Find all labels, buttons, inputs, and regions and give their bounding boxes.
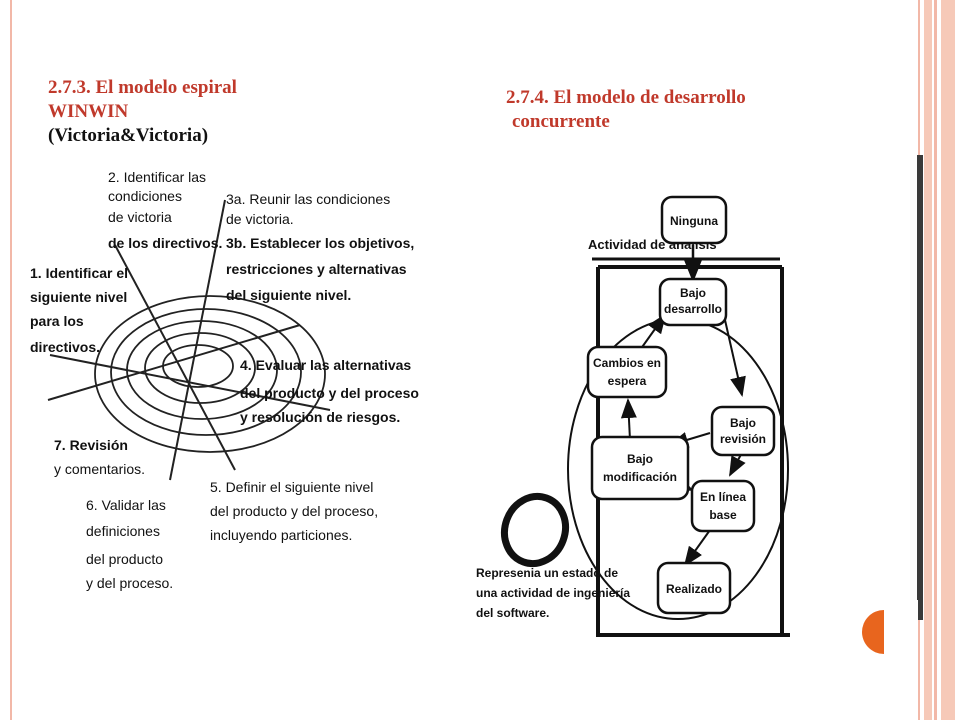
left-heading: 2.7.3. El modelo espiral WINWIN (Victori… [48, 76, 237, 148]
label-4: 4. Evaluar las alternativas del producto… [240, 357, 419, 425]
state-ninguna-label: Ninguna [670, 214, 718, 228]
label-2-line4: de los directivos. [108, 235, 222, 251]
state-bajo-revision [710, 405, 776, 457]
state-ninguna [660, 195, 728, 245]
state-cambios-espera [586, 345, 668, 399]
label-5-line1: 5. Definir el siguiente nivel [210, 479, 373, 495]
label-6-line2: definiciones [86, 523, 160, 539]
label-3b-line3: del siguiente nivel. [226, 287, 351, 303]
label-3b-line1: 3b. Establecer los objetivos, [226, 235, 414, 251]
decor-stripe-4 [941, 0, 955, 720]
label-4-line1: 4. Evaluar las alternativas [240, 357, 411, 373]
state-bajo-modificacion [590, 435, 690, 501]
left-heading-line2: WINWIN [48, 101, 129, 122]
arrow-lineabase-realizado [683, 529, 711, 567]
legend-line2: una actividad de ingeniería [476, 586, 630, 600]
label-6-line3: del producto [86, 551, 163, 567]
label-7: 7. Revisión y comentarios. [54, 437, 145, 477]
legend-state-shape [501, 492, 569, 568]
label-3a: 3a. Reunir las condiciones de victoria. [226, 191, 390, 227]
label-2-line1: 2. Identificar las [108, 169, 206, 185]
label-5-line3: incluyendo particiones. [210, 527, 352, 543]
label-5-line2: del producto y del proceso, [210, 503, 378, 519]
label-3b: 3b. Establecer los objetivos, restriccio… [226, 235, 414, 303]
state-bajo-revision-line1: Bajo [730, 416, 756, 430]
state-cambios-espera-line2: espera [608, 374, 647, 388]
legend-line3: del software. [476, 606, 549, 620]
label-4-line3: y resolución de riesgos. [240, 409, 400, 425]
spiral-ring-2 [110, 308, 302, 436]
left-heading-line3: (Victoria&Victoria) [48, 125, 209, 146]
state-bajo-desarrollo-line2: desarrollo [664, 302, 722, 316]
label-1-line3: para los [30, 313, 84, 329]
label-1-line1: 1. Identificar el [30, 265, 128, 281]
label-3a-line2: de victoria. [226, 211, 294, 227]
label-1: 1. Identificar el siguiente nivel para l… [30, 265, 128, 355]
label-7-line1: 7. Revisión [54, 437, 128, 453]
right-heading: 2.7.4. El modelo de desarrollo concurren… [506, 86, 746, 134]
arrow-desarrollo-revision [724, 319, 746, 397]
spiral-ray-3 [47, 324, 301, 401]
decor-stripe-3 [934, 0, 937, 720]
spiral-ray-2 [169, 199, 226, 481]
decor-stripe-2 [924, 0, 932, 720]
state-bajo-desarrollo-line1: Bajo [680, 286, 706, 300]
state-bajo-desarrollo [658, 277, 728, 327]
label-6: 6. Validar las definiciones del producto… [86, 497, 173, 591]
concurrent-model-diagram: Actividad de análisis Ninguna Bajo desar… [476, 195, 790, 637]
label-5: 5. Definir el siguiente nivel del produc… [210, 479, 378, 543]
spiral-ring-5 [162, 344, 234, 388]
spiral-ring-1 [94, 295, 326, 453]
label-6-line4: y del proceso. [86, 575, 173, 591]
state-bajo-modificacion-line2: modificación [603, 470, 677, 484]
spiral-ray-4 [49, 354, 331, 411]
state-realizado-label: Realizado [666, 582, 722, 596]
state-en-linea-base [690, 479, 756, 533]
label-3a-line1: 3a. Reunir las condiciones [226, 191, 390, 207]
right-heading-line1: 2.7.4. El modelo de desarrollo [506, 87, 746, 108]
label-1-line2: siguiente nivel [30, 289, 127, 305]
label-4-line2: del producto y del proceso [240, 385, 419, 401]
left-heading-line1: 2.7.3. El modelo espiral [48, 77, 237, 98]
label-2-line2: condiciones [108, 188, 182, 204]
label-3b-line2: restricciones y alternativas [226, 261, 407, 277]
dark-marker [917, 155, 923, 620]
label-6-line1: 6. Validar las [86, 497, 166, 513]
state-bajo-revision-line2: revisión [720, 432, 766, 446]
state-cambios-espera-line1: Cambios en [593, 356, 661, 370]
label-7-line2: y comentarios. [54, 461, 145, 477]
orange-mask [884, 600, 918, 660]
legend-line1: Represenia un estado de [476, 566, 618, 580]
state-en-linea-base-line2: base [709, 508, 737, 522]
state-bajo-modificacion-line1: Bajo [627, 452, 653, 466]
state-realizado [656, 561, 732, 615]
state-en-linea-base-line1: En línea [700, 490, 746, 504]
label-2-line3: de victoria [108, 209, 172, 225]
label-2: 2. Identificar las condiciones de victor… [108, 169, 222, 251]
arrow-modificacion-cambios [620, 398, 637, 441]
spiral-ray-1 [114, 244, 236, 471]
label-1-line4: directivos. [30, 339, 100, 355]
winwin-spiral-diagram: 2. Identificar las condiciones de victor… [30, 169, 419, 591]
right-heading-line2: concurrente [512, 111, 610, 132]
